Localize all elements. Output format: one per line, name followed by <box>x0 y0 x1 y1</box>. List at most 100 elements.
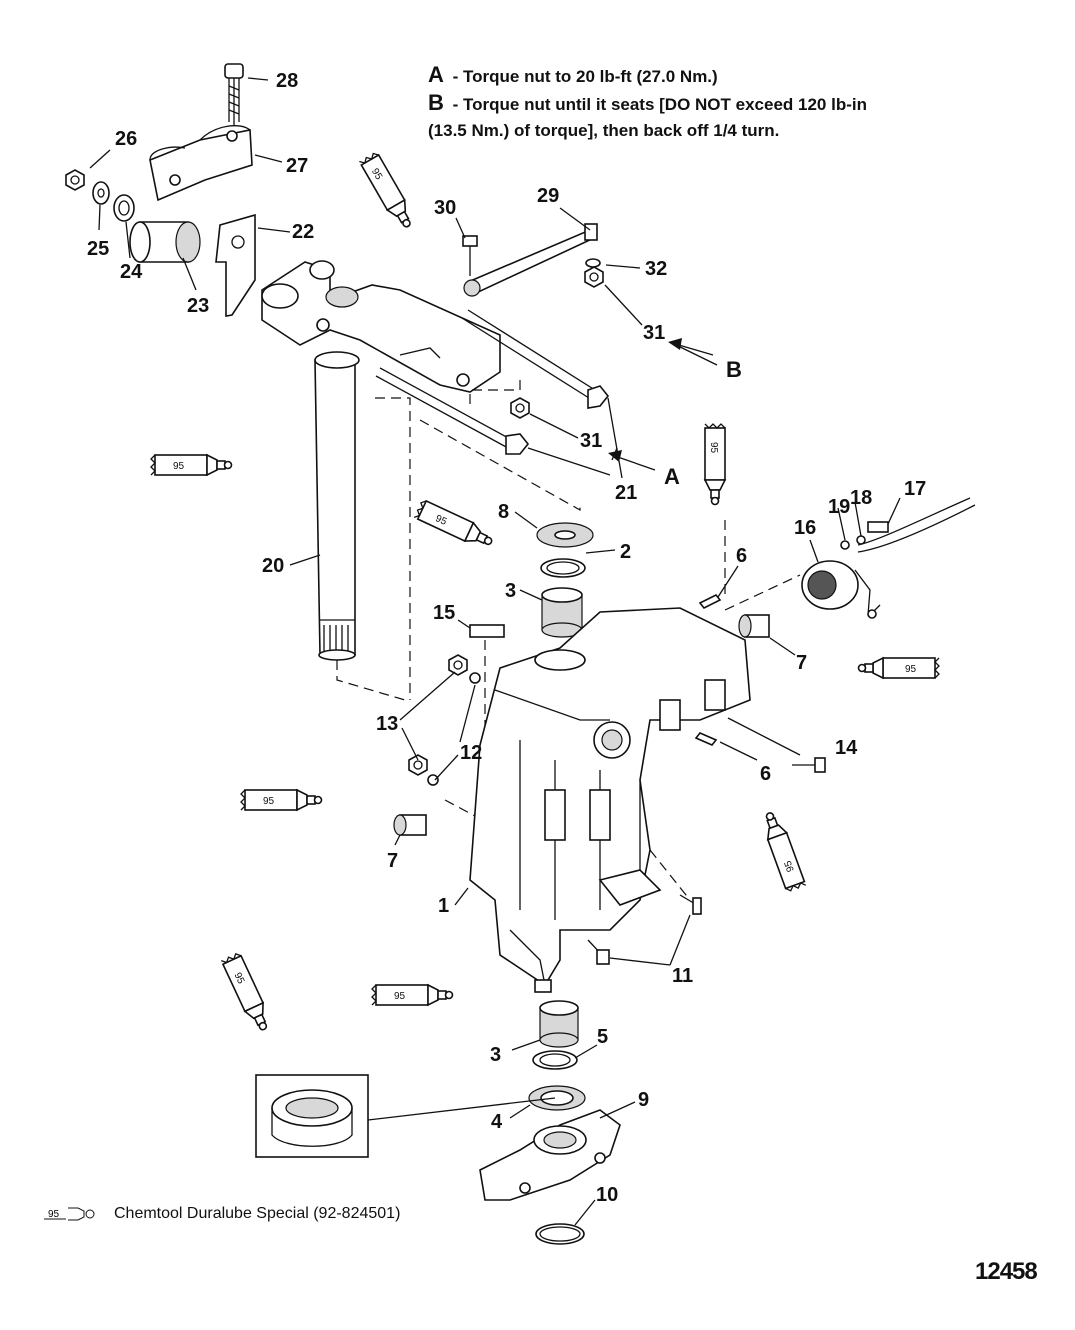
note-a: A - Torque nut to 20 lb-ft (27.0 Nm.) <box>428 62 1028 90</box>
callout-7-right: 7 <box>796 652 807 674</box>
steering-tube-20 <box>314 351 360 661</box>
nut-13-upper <box>448 654 468 676</box>
bushing-23 <box>129 221 201 263</box>
screw-30 <box>462 235 478 276</box>
washer-12-upper <box>469 672 481 684</box>
figure-number: 12458 <box>975 1258 1038 1285</box>
screw-11-left <box>587 939 610 965</box>
trim-sensor-16 <box>801 560 881 619</box>
clamp-27 <box>149 125 253 202</box>
callout-22: 22 <box>292 221 314 243</box>
plate-22 <box>215 213 256 317</box>
callout-29: 29 <box>537 185 559 207</box>
ring-2 <box>540 558 586 578</box>
svg-text:95: 95 <box>48 1209 60 1220</box>
note-b-continued: (13.5 Nm.) of torque], then back off 1/4… <box>428 118 1028 144</box>
nut-31-upper <box>584 266 604 288</box>
lube-tube-9: 95 <box>371 984 454 1006</box>
seal-detail-inset <box>255 1074 556 1158</box>
callout-7-left: 7 <box>387 850 398 872</box>
svg-text:95: 95 <box>232 971 247 986</box>
callout-19: 19 <box>828 496 850 518</box>
lube-tube-4: 95 <box>704 423 726 506</box>
lube-tube-3: 95 <box>413 498 497 553</box>
callout-31-lower: 31 <box>580 430 602 452</box>
seal-4 <box>528 1085 586 1111</box>
callout-2: 2 <box>620 541 631 563</box>
callout-12: 12 <box>460 742 482 764</box>
callout-4: 4 <box>491 1111 503 1133</box>
swivel-bracket-1 <box>469 607 751 993</box>
washer-25 <box>92 181 110 205</box>
grease-fitting-6-upper <box>698 593 722 610</box>
washer-19 <box>840 540 850 550</box>
marker-a-label: A <box>664 464 680 489</box>
block-15 <box>469 624 505 638</box>
ring-5 <box>532 1050 578 1070</box>
callout-21: 21 <box>615 482 637 504</box>
callout-31-upper: 31 <box>643 322 665 344</box>
lube-tube-6: 95 <box>240 789 323 811</box>
tie-bar-29 <box>463 223 598 297</box>
callout-30: 30 <box>434 197 456 219</box>
nut-26 <box>65 169 85 191</box>
marker-b-arrow <box>668 338 714 356</box>
washer-32 <box>585 258 601 268</box>
steering-bracket <box>261 260 501 393</box>
callout-17: 17 <box>904 478 926 500</box>
callout-20: 20 <box>262 555 284 577</box>
callout-1: 1 <box>438 895 449 917</box>
callout-14: 14 <box>835 737 858 759</box>
steering-arm-9 <box>479 1109 621 1201</box>
callout-15: 15 <box>433 602 455 624</box>
bolt-21-lower <box>375 367 530 455</box>
svg-text:95: 95 <box>394 991 406 1002</box>
callout-6-lower: 6 <box>760 763 771 785</box>
bushing-7-left <box>393 814 427 836</box>
callout-8: 8 <box>498 501 509 523</box>
note-b-text-line1: - Torque nut until it seats [DO NOT exce… <box>452 95 867 114</box>
lubricant-tube-icon: 95 <box>44 1207 95 1221</box>
note-b-text-line2: (13.5 Nm.) of torque], then back off 1/4… <box>428 121 780 140</box>
snap-ring-10 <box>535 1223 585 1245</box>
bushing-7-right <box>738 614 770 638</box>
callout-26: 26 <box>115 128 137 150</box>
washer-8 <box>536 522 594 548</box>
lube-tube-2: 95 <box>150 454 233 476</box>
screw-28 <box>224 63 244 126</box>
note-b: B - Torque nut until it seats [DO NOT ex… <box>428 90 1028 118</box>
callout-16: 16 <box>794 517 816 539</box>
screw-14 <box>792 757 826 773</box>
svg-text:95: 95 <box>782 859 796 874</box>
bushing-3-lower <box>539 1000 579 1048</box>
lubricant-legend: 95 Chemtool Duralube Special (92-824501) <box>44 1205 400 1223</box>
svg-text:95: 95 <box>263 796 275 807</box>
callout-10: 10 <box>596 1184 618 1206</box>
bushing-3-upper <box>541 587 583 638</box>
washer-12-lower <box>427 774 439 786</box>
marker-a-arrow <box>608 450 656 471</box>
washer-24 <box>113 194 135 222</box>
callout-3-upper: 3 <box>505 580 516 602</box>
svg-text:95: 95 <box>905 664 917 675</box>
leader-lines <box>89 77 901 1226</box>
lube-tube-7: 95 <box>758 808 807 893</box>
callout-6-upper: 6 <box>736 545 747 567</box>
torque-notes: A - Torque nut to 20 lb-ft (27.0 Nm.) B … <box>428 62 1028 144</box>
grease-fitting-6-lower <box>694 732 718 746</box>
svg-text:95: 95 <box>708 442 719 454</box>
callout-23: 23 <box>187 295 209 317</box>
screw-11-right <box>679 894 702 915</box>
callout-18: 18 <box>850 487 872 509</box>
lube-tube-1: 95 <box>358 150 418 233</box>
callout-3-lower: 3 <box>490 1044 501 1066</box>
lube-tube-5: 95 <box>857 657 940 679</box>
nut-13-lower <box>408 754 428 776</box>
callout-11: 11 <box>672 965 693 987</box>
note-a-letter: A <box>428 62 444 87</box>
callout-24: 24 <box>120 261 143 283</box>
note-a-text: - Torque nut to 20 lb-ft (27.0 Nm.) <box>452 67 718 86</box>
callout-28: 28 <box>276 70 298 92</box>
bolt-21-upper <box>461 309 610 409</box>
